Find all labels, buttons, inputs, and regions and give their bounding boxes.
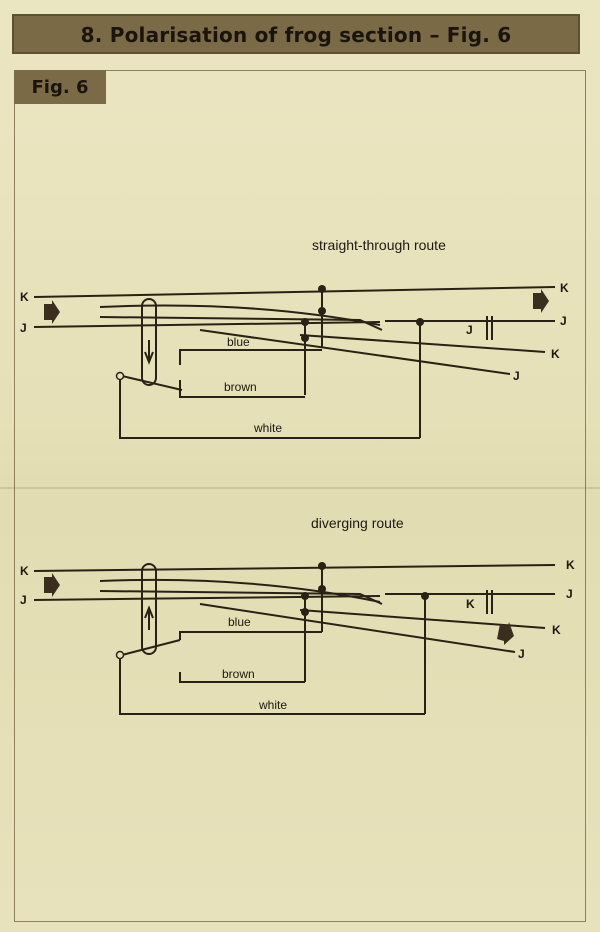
- wire-brown: [179, 380, 305, 398]
- wire-white: [119, 376, 420, 439]
- rail-label-k-diverge: K: [552, 623, 561, 637]
- rail-label-j-left: J: [20, 321, 27, 335]
- rail-label-k-right: K: [566, 558, 575, 572]
- switch-throwbar: [141, 563, 157, 655]
- rail-k-straight: [33, 286, 556, 298]
- diagram-diverging: [33, 563, 556, 715]
- figure-frame: [14, 70, 586, 922]
- rail-label-k-right: K: [560, 281, 569, 295]
- rail-j-diverge: [199, 329, 511, 375]
- route-title: straight-through route: [312, 237, 446, 253]
- wire-white: [119, 655, 425, 715]
- wire-label-white: white: [258, 698, 287, 712]
- direction-arrow-out: [497, 622, 514, 645]
- closure-rail-j: [99, 316, 383, 331]
- wire-blue: [179, 349, 322, 365]
- contact-pivot: [115, 650, 125, 660]
- contact-pivot: [115, 371, 125, 381]
- throwbar-arrow-head: [144, 605, 154, 619]
- wire-label-white: white: [253, 421, 282, 435]
- direction-arrow-out: [533, 289, 549, 313]
- wire-brown: [179, 672, 305, 683]
- rail-label-j-left: J: [20, 593, 27, 607]
- wire-label-brown: brown: [224, 380, 257, 394]
- rail-k-diverge: [299, 334, 546, 353]
- switch-contact: [121, 639, 181, 656]
- rail-label-j-right: J: [560, 314, 567, 328]
- paper-fold: [0, 487, 600, 489]
- route-title: diverging route: [311, 515, 404, 531]
- closure-rail-j: [99, 590, 383, 605]
- closure-rail-k: [99, 578, 381, 603]
- wire-label-blue: blue: [227, 335, 250, 349]
- switch-throwbar: [141, 298, 157, 386]
- rail-k-diverge: [299, 609, 546, 629]
- figure-tab: Fig. 6: [14, 70, 106, 104]
- wire-label-brown: brown: [222, 667, 255, 681]
- section-header: 8. Polarisation of frog section – Fig. 6: [12, 14, 580, 54]
- rail-label-k-diverge: K: [551, 347, 560, 361]
- throwbar-arrow-head: [144, 351, 154, 365]
- direction-arrow-in: [44, 573, 60, 597]
- rail-label-frog: K: [466, 597, 475, 611]
- rail-label-k-left: K: [20, 564, 29, 578]
- rail-label-k-left: K: [20, 290, 29, 304]
- diagram-2-junctions: [301, 562, 429, 616]
- wire-blue: [179, 631, 322, 640]
- diagram-straight-through: [33, 286, 556, 439]
- wire-label-blue: blue: [228, 615, 251, 629]
- rail-k-straight: [33, 564, 556, 572]
- rail-label-j-right: J: [566, 587, 573, 601]
- rail-label-j-diverge: J: [518, 647, 525, 661]
- section-title: 8. Polarisation of frog section – Fig. 6: [80, 23, 512, 47]
- direction-arrow-in: [44, 300, 60, 324]
- switch-contact: [121, 375, 183, 391]
- figure-label: Fig. 6: [31, 77, 89, 98]
- rail-label-frog: J: [466, 323, 473, 337]
- diagram-1-junctions: [301, 285, 424, 342]
- rail-j-straight: [33, 595, 381, 601]
- rail-j-straight: [33, 321, 381, 328]
- rail-j-diverge: [199, 603, 516, 653]
- rail-label-j-diverge: J: [513, 369, 520, 383]
